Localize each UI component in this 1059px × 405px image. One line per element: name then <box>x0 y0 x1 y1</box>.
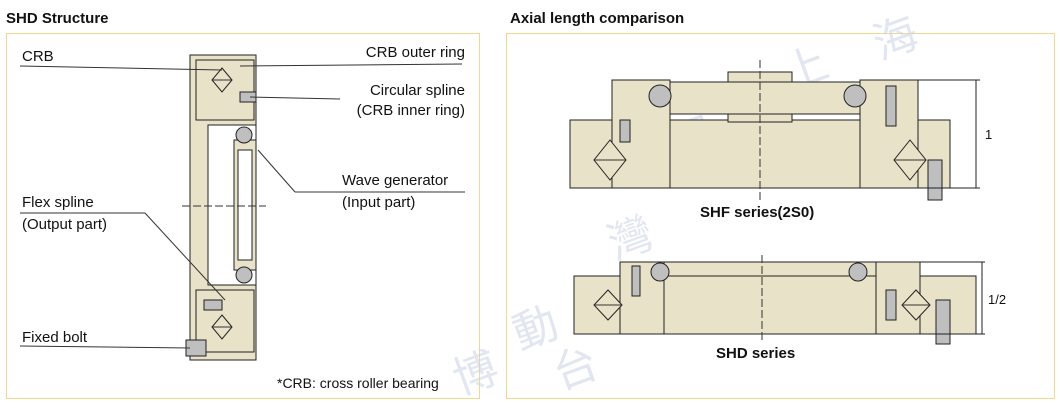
shd-dimension-label: 1/2 <box>988 292 1007 307</box>
watermark: 台 灣 設 上 海 博 動 <box>446 7 925 405</box>
label-flex-spline: Flex spline <box>22 194 94 211</box>
axial-comparison-panel <box>506 33 1055 399</box>
shd-structure-panel <box>6 33 480 399</box>
label-output-part: (Output part) <box>22 216 108 233</box>
crb-footnote: *CRB: cross roller bearing <box>277 375 439 391</box>
svg-text:海: 海 <box>866 7 925 70</box>
shd-series-caption: SHD series <box>716 345 796 362</box>
shf-series-drawing <box>569 60 980 201</box>
shf-series-caption: SHF series(2S0) <box>700 204 815 221</box>
label-input-part: (Input part) <box>342 194 416 211</box>
label-crb: CRB <box>22 48 54 65</box>
axial-length-title: Axial length comparison <box>510 10 685 27</box>
shf-dimension-label: 1 <box>985 127 993 142</box>
shd-cross-section <box>182 54 266 361</box>
label-crb-inner-ring: (CRB inner ring) <box>356 102 465 119</box>
svg-text:灣: 灣 <box>601 207 660 270</box>
shd-series-drawing <box>573 255 985 345</box>
label-crb-outer-ring: CRB outer ring <box>365 44 465 61</box>
svg-text:博: 博 <box>446 342 505 405</box>
leader-lines <box>19 63 465 349</box>
label-fixed-bolt: Fixed bolt <box>22 329 88 346</box>
label-circular-spline: Circular spline <box>369 82 465 99</box>
shd-structure-title: SHD Structure <box>6 10 109 27</box>
label-wave-generator: Wave generator <box>342 172 449 189</box>
